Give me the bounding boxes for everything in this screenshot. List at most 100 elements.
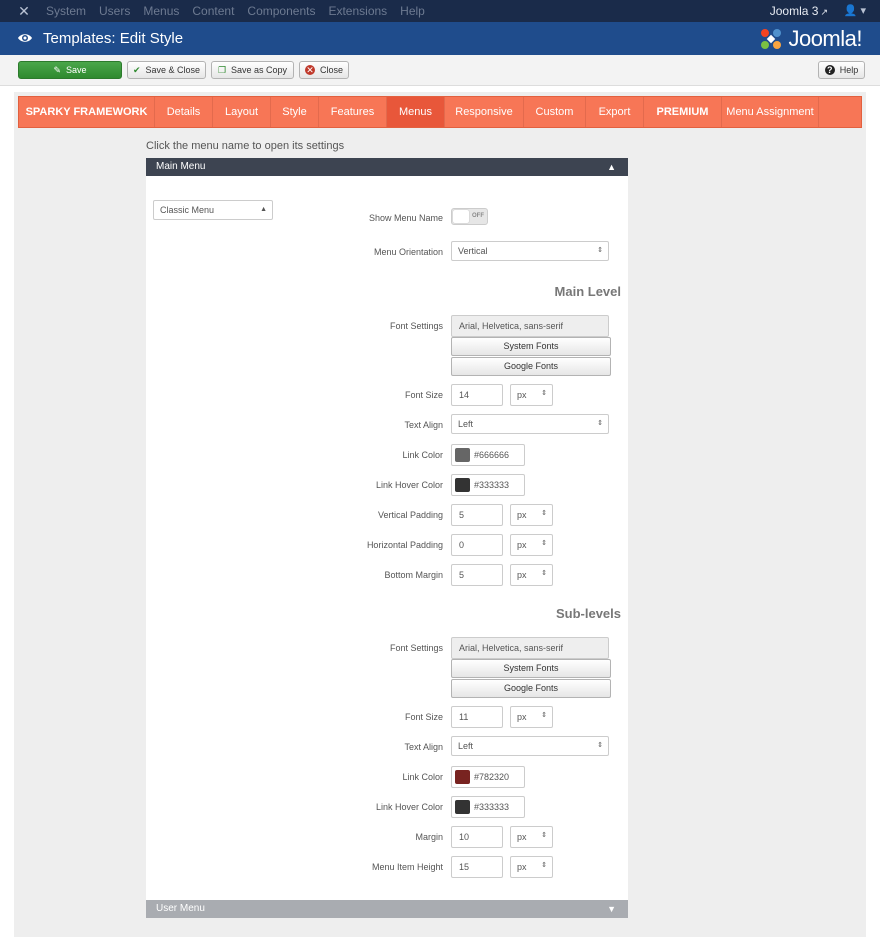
help-icon: ? xyxy=(824,65,835,75)
tab-menus[interactable]: Menus xyxy=(387,97,445,127)
main-google-fonts-button[interactable]: Google Fonts xyxy=(451,357,611,376)
unit-value: px xyxy=(517,510,527,520)
save-button[interactable]: ✎Save xyxy=(18,61,122,79)
main-menu-header[interactable]: Main Menu ▲ xyxy=(146,158,628,176)
sub-link-hover-color-input[interactable]: #333333 xyxy=(451,796,525,818)
tab-sparky-framework[interactable]: SPARKY FRAMEWORK xyxy=(19,97,155,127)
unit-value: px xyxy=(517,390,527,400)
select-arrows-icon: ⇕ xyxy=(597,247,603,254)
tab-premium[interactable]: PREMIUM xyxy=(644,97,722,127)
main-link-color-input[interactable]: #666666 xyxy=(451,444,525,466)
main-vertical-padding-label: Vertical Padding xyxy=(377,510,443,520)
sub-font-size-input[interactable]: 11 xyxy=(451,706,503,728)
sub-text-align-select[interactable]: Left⇕ xyxy=(451,736,609,756)
nav-menus[interactable]: Menus xyxy=(143,4,180,18)
sub-font-size-unit[interactable]: px⇕ xyxy=(510,706,553,728)
user-menu-header[interactable]: User Menu ▼ xyxy=(146,900,628,918)
main-font-size-unit[interactable]: px ⇕ xyxy=(510,384,553,406)
eye-icon xyxy=(18,34,32,42)
main-bottom-margin-unit[interactable]: px⇕ xyxy=(510,564,553,586)
sub-font-settings-label: Font Settings xyxy=(389,643,443,653)
nav-components[interactable]: Components xyxy=(247,4,316,18)
main-vertical-padding-unit[interactable]: px⇕ xyxy=(510,504,553,526)
sub-margin-input[interactable]: 10 xyxy=(451,826,503,848)
main-font-size-input[interactable]: 14 xyxy=(451,384,503,406)
tab-details[interactable]: Details xyxy=(155,97,213,127)
main-text-align-label: Text Align xyxy=(404,420,443,430)
select-arrows-icon: ⇕ xyxy=(541,862,547,869)
main-font-settings-input[interactable]: Arial, Helvetica, sans-serif xyxy=(451,315,609,337)
main-link-color-label: Link Color xyxy=(402,450,443,460)
sub-margin-unit[interactable]: px⇕ xyxy=(510,826,553,848)
main-bottom-margin-input[interactable]: 5 xyxy=(451,564,503,586)
color-value: #333333 xyxy=(474,480,510,490)
main-horizontal-padding-input[interactable]: 0 xyxy=(451,534,503,556)
color-swatch[interactable] xyxy=(455,448,470,462)
sub-link-color-label: Link Color xyxy=(402,772,443,782)
unit-value: px xyxy=(517,540,527,550)
user-menu[interactable]: 👤 ▾ xyxy=(844,0,866,22)
sub-link-color-input[interactable]: #782320 xyxy=(451,766,525,788)
joomla-brand-icon xyxy=(761,28,782,49)
color-swatch[interactable] xyxy=(455,478,470,492)
tab-export[interactable]: Export xyxy=(586,97,644,127)
main-menu-title: Main Menu xyxy=(156,161,206,172)
sub-font-settings-input[interactable]: Arial, Helvetica, sans-serif xyxy=(451,637,609,659)
sub-google-fonts-button[interactable]: Google Fonts xyxy=(451,679,611,698)
text-align-value: Left xyxy=(458,741,474,751)
tab-menu-assignment[interactable]: Menu Assignment xyxy=(722,97,819,127)
main-horizontal-padding-label: Horizontal Padding xyxy=(366,540,443,550)
sub-item-height-unit[interactable]: px⇕ xyxy=(510,856,553,878)
main-text-align-select[interactable]: Left ⇕ xyxy=(451,414,609,434)
help-button[interactable]: ? Help xyxy=(818,61,865,79)
collapse-arrow-icon: ▲ xyxy=(607,162,616,172)
save-label: Save xyxy=(66,65,87,75)
sub-levels-title: Sub-levels xyxy=(555,606,621,621)
tab-style[interactable]: Style xyxy=(271,97,319,127)
select-arrows-icon: ▲ xyxy=(260,206,267,213)
main-bottom-margin-label: Bottom Margin xyxy=(384,570,443,580)
main-link-hover-color-input[interactable]: #333333 xyxy=(451,474,525,496)
tab-features[interactable]: Features xyxy=(319,97,387,127)
nav-extensions[interactable]: Extensions xyxy=(328,4,388,18)
color-swatch[interactable] xyxy=(455,800,470,814)
tab-custom[interactable]: Custom xyxy=(524,97,586,127)
select-arrows-icon: ⇕ xyxy=(541,540,547,547)
top-navbar: ✕ System Users Menus Content Components … xyxy=(0,0,880,22)
show-menu-name-toggle[interactable]: OFF xyxy=(451,208,488,225)
tab-layout[interactable]: Layout xyxy=(213,97,271,127)
nav-help[interactable]: Help xyxy=(400,4,425,18)
joomla-logo-icon[interactable]: ✕ xyxy=(18,3,30,19)
select-arrows-icon: ⇕ xyxy=(541,390,547,397)
toggle-state: OFF xyxy=(472,213,484,219)
unit-value: px xyxy=(517,712,527,722)
title-bar: Templates: Edit Style Joomla! xyxy=(0,22,880,55)
menu-orientation-label: Menu Orientation xyxy=(373,247,443,257)
tab-responsive[interactable]: Responsive xyxy=(445,97,524,127)
main-horizontal-padding-unit[interactable]: px ⇕ xyxy=(510,534,553,556)
select-arrows-icon: ⇕ xyxy=(541,570,547,577)
instruction-text: Click the menu name to open its settings xyxy=(146,140,345,152)
sub-text-align-label: Text Align xyxy=(404,742,443,752)
color-swatch[interactable] xyxy=(455,770,470,784)
nav-system[interactable]: System xyxy=(46,4,87,18)
help-label: Help xyxy=(839,65,859,75)
menu-orientation-select[interactable]: Vertical ⇕ xyxy=(451,241,609,261)
menu-type-select[interactable]: Classic Menu▲ xyxy=(153,200,273,220)
sub-item-height-input[interactable]: 15 xyxy=(451,856,503,878)
select-arrows-icon: ⇕ xyxy=(541,832,547,839)
close-label: Close xyxy=(319,65,343,75)
site-link[interactable]: Joomla 3↗ xyxy=(770,0,828,23)
sub-system-fonts-button[interactable]: System Fonts xyxy=(451,659,611,678)
nav-content[interactable]: Content xyxy=(192,4,235,18)
nav-users[interactable]: Users xyxy=(99,4,131,18)
close-button[interactable]: ✕Close xyxy=(299,61,349,79)
color-value: #666666 xyxy=(474,450,510,460)
save-as-copy-button[interactable]: ❐Save as Copy xyxy=(211,61,294,79)
menu-orientation-value: Vertical xyxy=(458,246,488,256)
text-align-value: Left xyxy=(458,419,474,429)
main-system-fonts-button[interactable]: System Fonts xyxy=(451,337,611,356)
select-arrows-icon: ⇕ xyxy=(597,420,603,427)
main-vertical-padding-input[interactable]: 5 xyxy=(451,504,503,526)
save-close-button[interactable]: ✔Save & Close xyxy=(127,61,206,79)
